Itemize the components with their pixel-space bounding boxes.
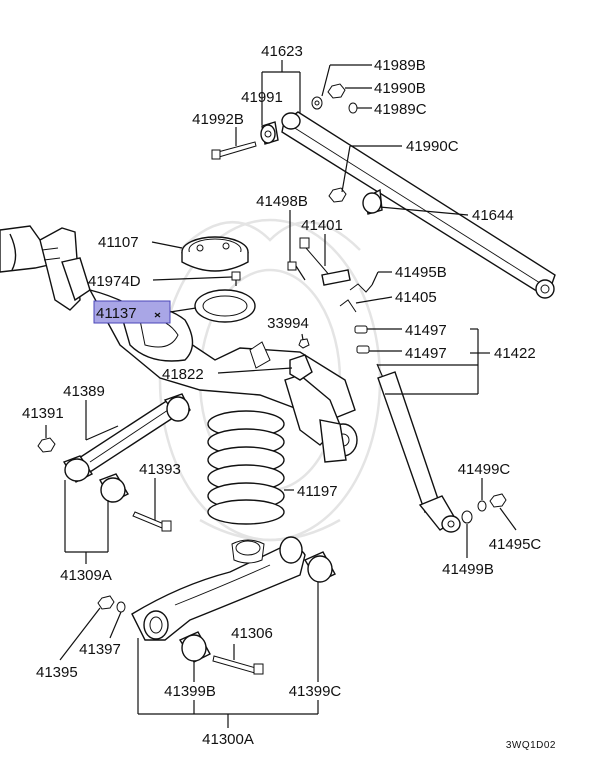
shock-absorber-41422 bbox=[376, 363, 461, 533]
label-41974D[interactable]: 41974D bbox=[88, 273, 141, 290]
label-41989C[interactable]: 41989C bbox=[374, 101, 427, 118]
bushing-41497-upper bbox=[354, 325, 368, 334]
highlight-cursor-mark bbox=[154, 312, 161, 318]
label-41644[interactable]: 41644 bbox=[472, 207, 514, 224]
label-41391[interactable]: 41391 bbox=[22, 405, 64, 422]
axle-housing bbox=[0, 225, 91, 311]
bracket-41495B bbox=[349, 283, 373, 293]
label-41309A[interactable]: 41309A bbox=[60, 567, 112, 584]
hardware-41989B-41990B-41989C bbox=[311, 83, 358, 114]
label-41399C[interactable]: 41399C bbox=[289, 683, 342, 700]
bushing-41497-lower bbox=[356, 345, 370, 354]
bolt-41306 bbox=[212, 655, 264, 675]
label-41991[interactable]: 41991 bbox=[241, 89, 283, 106]
diagram-code: 3WQ1D02 bbox=[506, 740, 556, 751]
label-41399B[interactable]: 41399B bbox=[164, 683, 216, 700]
stopper-41822 bbox=[289, 354, 313, 381]
bushing-41991 bbox=[260, 121, 279, 145]
nut-41990C bbox=[328, 187, 347, 203]
label-41498B[interactable]: 41498B bbox=[256, 193, 308, 210]
lower-arm-41300A bbox=[131, 536, 306, 641]
nut-41395 bbox=[97, 595, 115, 610]
label-41107[interactable]: 41107 bbox=[98, 234, 139, 251]
part-labels: 41623 41989B 41991 41990B 41989C 41992B … bbox=[22, 43, 541, 748]
label-41497-lower[interactable]: 41497 bbox=[405, 345, 447, 362]
label-41990B[interactable]: 41990B bbox=[374, 80, 426, 97]
label-41137[interactable]: 41137 bbox=[96, 305, 137, 322]
upper-link-41623 bbox=[281, 111, 556, 299]
label-41422[interactable]: 41422 bbox=[494, 345, 536, 362]
label-33994[interactable]: 33994 bbox=[267, 315, 309, 332]
washer-41397 bbox=[116, 601, 126, 613]
label-41497-upper[interactable]: 41497 bbox=[405, 322, 447, 339]
label-41989B[interactable]: 41989B bbox=[374, 57, 426, 74]
label-41300A[interactable]: 41300A bbox=[202, 731, 254, 748]
bolt-41393 bbox=[132, 511, 172, 532]
leader-lines bbox=[45, 60, 517, 728]
lateral-rod-41389 bbox=[74, 393, 191, 473]
bushing-41499B bbox=[461, 510, 473, 524]
label-41405[interactable]: 41405 bbox=[395, 289, 437, 306]
nut-41391 bbox=[37, 437, 56, 453]
bracket-41405 bbox=[339, 299, 357, 313]
bump-stopper-33994 bbox=[298, 338, 310, 349]
spring-seat-41107 bbox=[181, 236, 249, 272]
label-41990C[interactable]: 41990C bbox=[406, 138, 459, 155]
label-41306[interactable]: 41306 bbox=[231, 625, 273, 642]
highlight-box-41137 bbox=[93, 300, 171, 324]
label-41395[interactable]: 41395 bbox=[36, 664, 78, 681]
washer-41499C bbox=[477, 500, 487, 512]
label-41389[interactable]: 41389 bbox=[63, 383, 105, 400]
bolt-41992B bbox=[211, 141, 257, 160]
coil-spring-41197 bbox=[207, 410, 285, 525]
nut-41495C bbox=[489, 493, 507, 508]
label-41992B[interactable]: 41992B bbox=[192, 111, 244, 128]
label-41197[interactable]: 41197 bbox=[297, 483, 338, 500]
label-41623[interactable]: 41623 bbox=[261, 43, 303, 60]
label-41401[interactable]: 41401 bbox=[301, 217, 343, 234]
spring-pad-41137 bbox=[194, 289, 256, 323]
label-41499B[interactable]: 41499B bbox=[442, 561, 494, 578]
label-41495B[interactable]: 41495B bbox=[395, 264, 447, 281]
label-41822[interactable]: 41822 bbox=[162, 366, 204, 383]
label-41397[interactable]: 41397 bbox=[79, 641, 121, 658]
bolt-41974D bbox=[231, 271, 241, 286]
bushing-41399C bbox=[303, 551, 336, 583]
link-41401 bbox=[287, 237, 351, 286]
label-41495C[interactable]: 41495C bbox=[489, 536, 542, 553]
label-41499C[interactable]: 41499C bbox=[458, 461, 511, 478]
bushing-41399B bbox=[178, 631, 211, 663]
label-41393[interactable]: 41393 bbox=[139, 461, 181, 478]
bushing-41309A bbox=[62, 455, 129, 503]
